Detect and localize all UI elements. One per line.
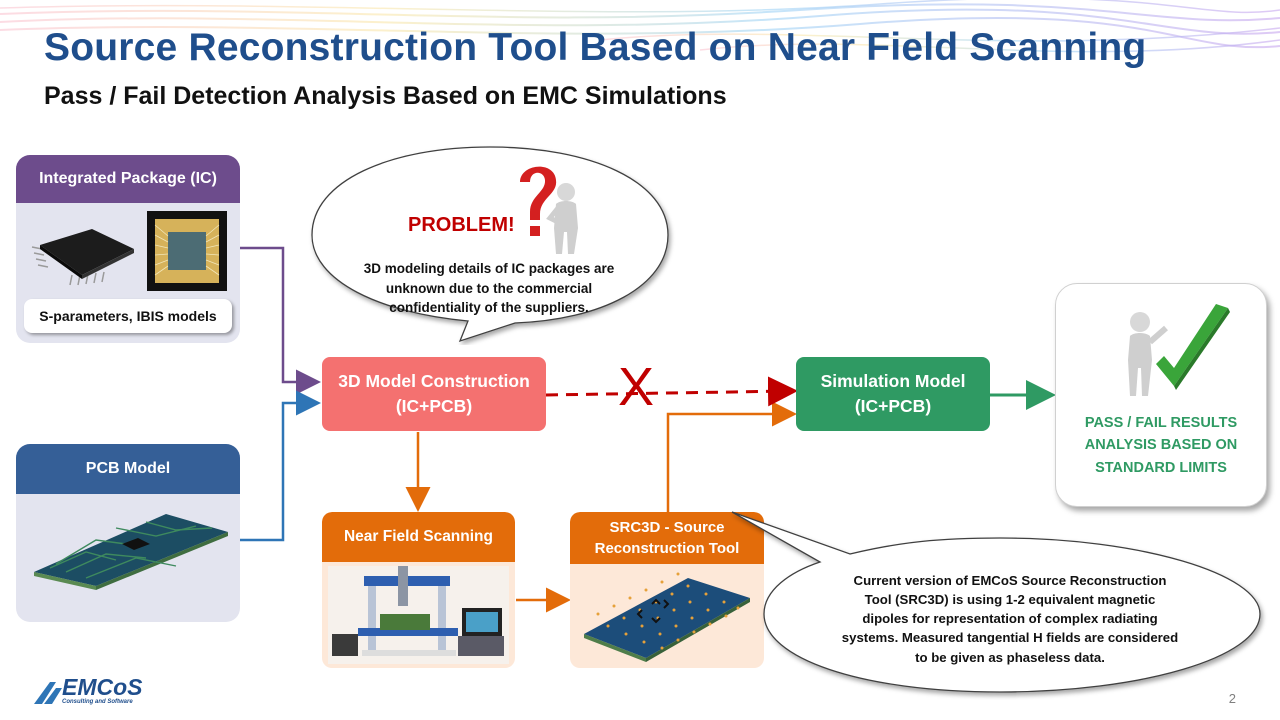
near-field-scanning-panel: Near Field Scanning [322,512,515,668]
pcb-panel-title: PCB Model [16,444,240,494]
page-subtitle: Pass / Fail Detection Analysis Based on … [44,82,727,110]
emcos-logo-tagline: Consulting and Software [62,699,133,705]
simulation-model-label: Simulation Model (IC+PCB) [820,370,966,416]
pcb-to-model-arrow [240,390,321,542]
emcos-logo: EMCoS Consulting and Software [34,676,164,710]
near-field-scanning-label: Near Field Scanning [343,527,493,545]
model-construction-box: 3D Model Construction (IC+PCB) [322,357,546,431]
src3d-description: Current version of EMCoS Source Reconstr… [841,573,1179,665]
emcos-logo-name: EMCoS [62,674,143,700]
problem-speech-bubble [311,146,669,343]
ic-panel: Integrated Package (IC) S-parameters, IB… [16,155,240,343]
header-wave-decoration [0,0,1280,53]
pcb-board-image [34,514,228,590]
src3d-to-sim-arrow [666,401,797,512]
result-panel: PASS / FAIL RESULTS ANALYSIS BASED ON ST… [1055,283,1267,507]
question-mark-figure-icon [520,166,578,254]
scanner-setup-image [328,566,509,664]
page-number: 2 [1228,691,1236,706]
src3d-speech-bubble [731,511,1261,693]
ic-die-image [147,211,227,291]
src3d-label: SRC3D - Source Reconstruction Tool [594,519,740,557]
src3d-board-image [584,572,750,662]
problem-text: 3D modeling details of IC packages are u… [363,261,615,316]
blocked-dashed-arrow [545,376,798,407]
checkmark-figure-icon [1128,304,1230,396]
problem-heading: PROBLEM! [408,214,515,236]
emcos-logo-mark-icon [34,682,62,704]
ic-chip-image [31,229,134,286]
result-text: PASS / FAIL RESULTS ANALYSIS BASED ON ST… [1084,415,1238,476]
simulation-model-box: Simulation Model (IC+PCB) [796,357,990,431]
near-field-scanning-title: Near Field Scanning [322,512,515,562]
ic-models-label: S-parameters, IBIS models [24,299,232,333]
src3d-title: SRC3D - Source Reconstruction Tool [570,512,764,564]
page-title: Source Reconstruction Tool Based on Near… [44,26,1147,69]
blocked-mark: X [618,357,655,417]
model-construction-label: 3D Model Construction (IC+PCB) [338,370,530,416]
ic-to-model-arrow [240,246,321,395]
src3d-panel: SRC3D - Source Reconstruction Tool [570,512,764,668]
ic-panel-title: Integrated Package (IC) [16,155,240,203]
pcb-panel: PCB Model [16,444,240,622]
